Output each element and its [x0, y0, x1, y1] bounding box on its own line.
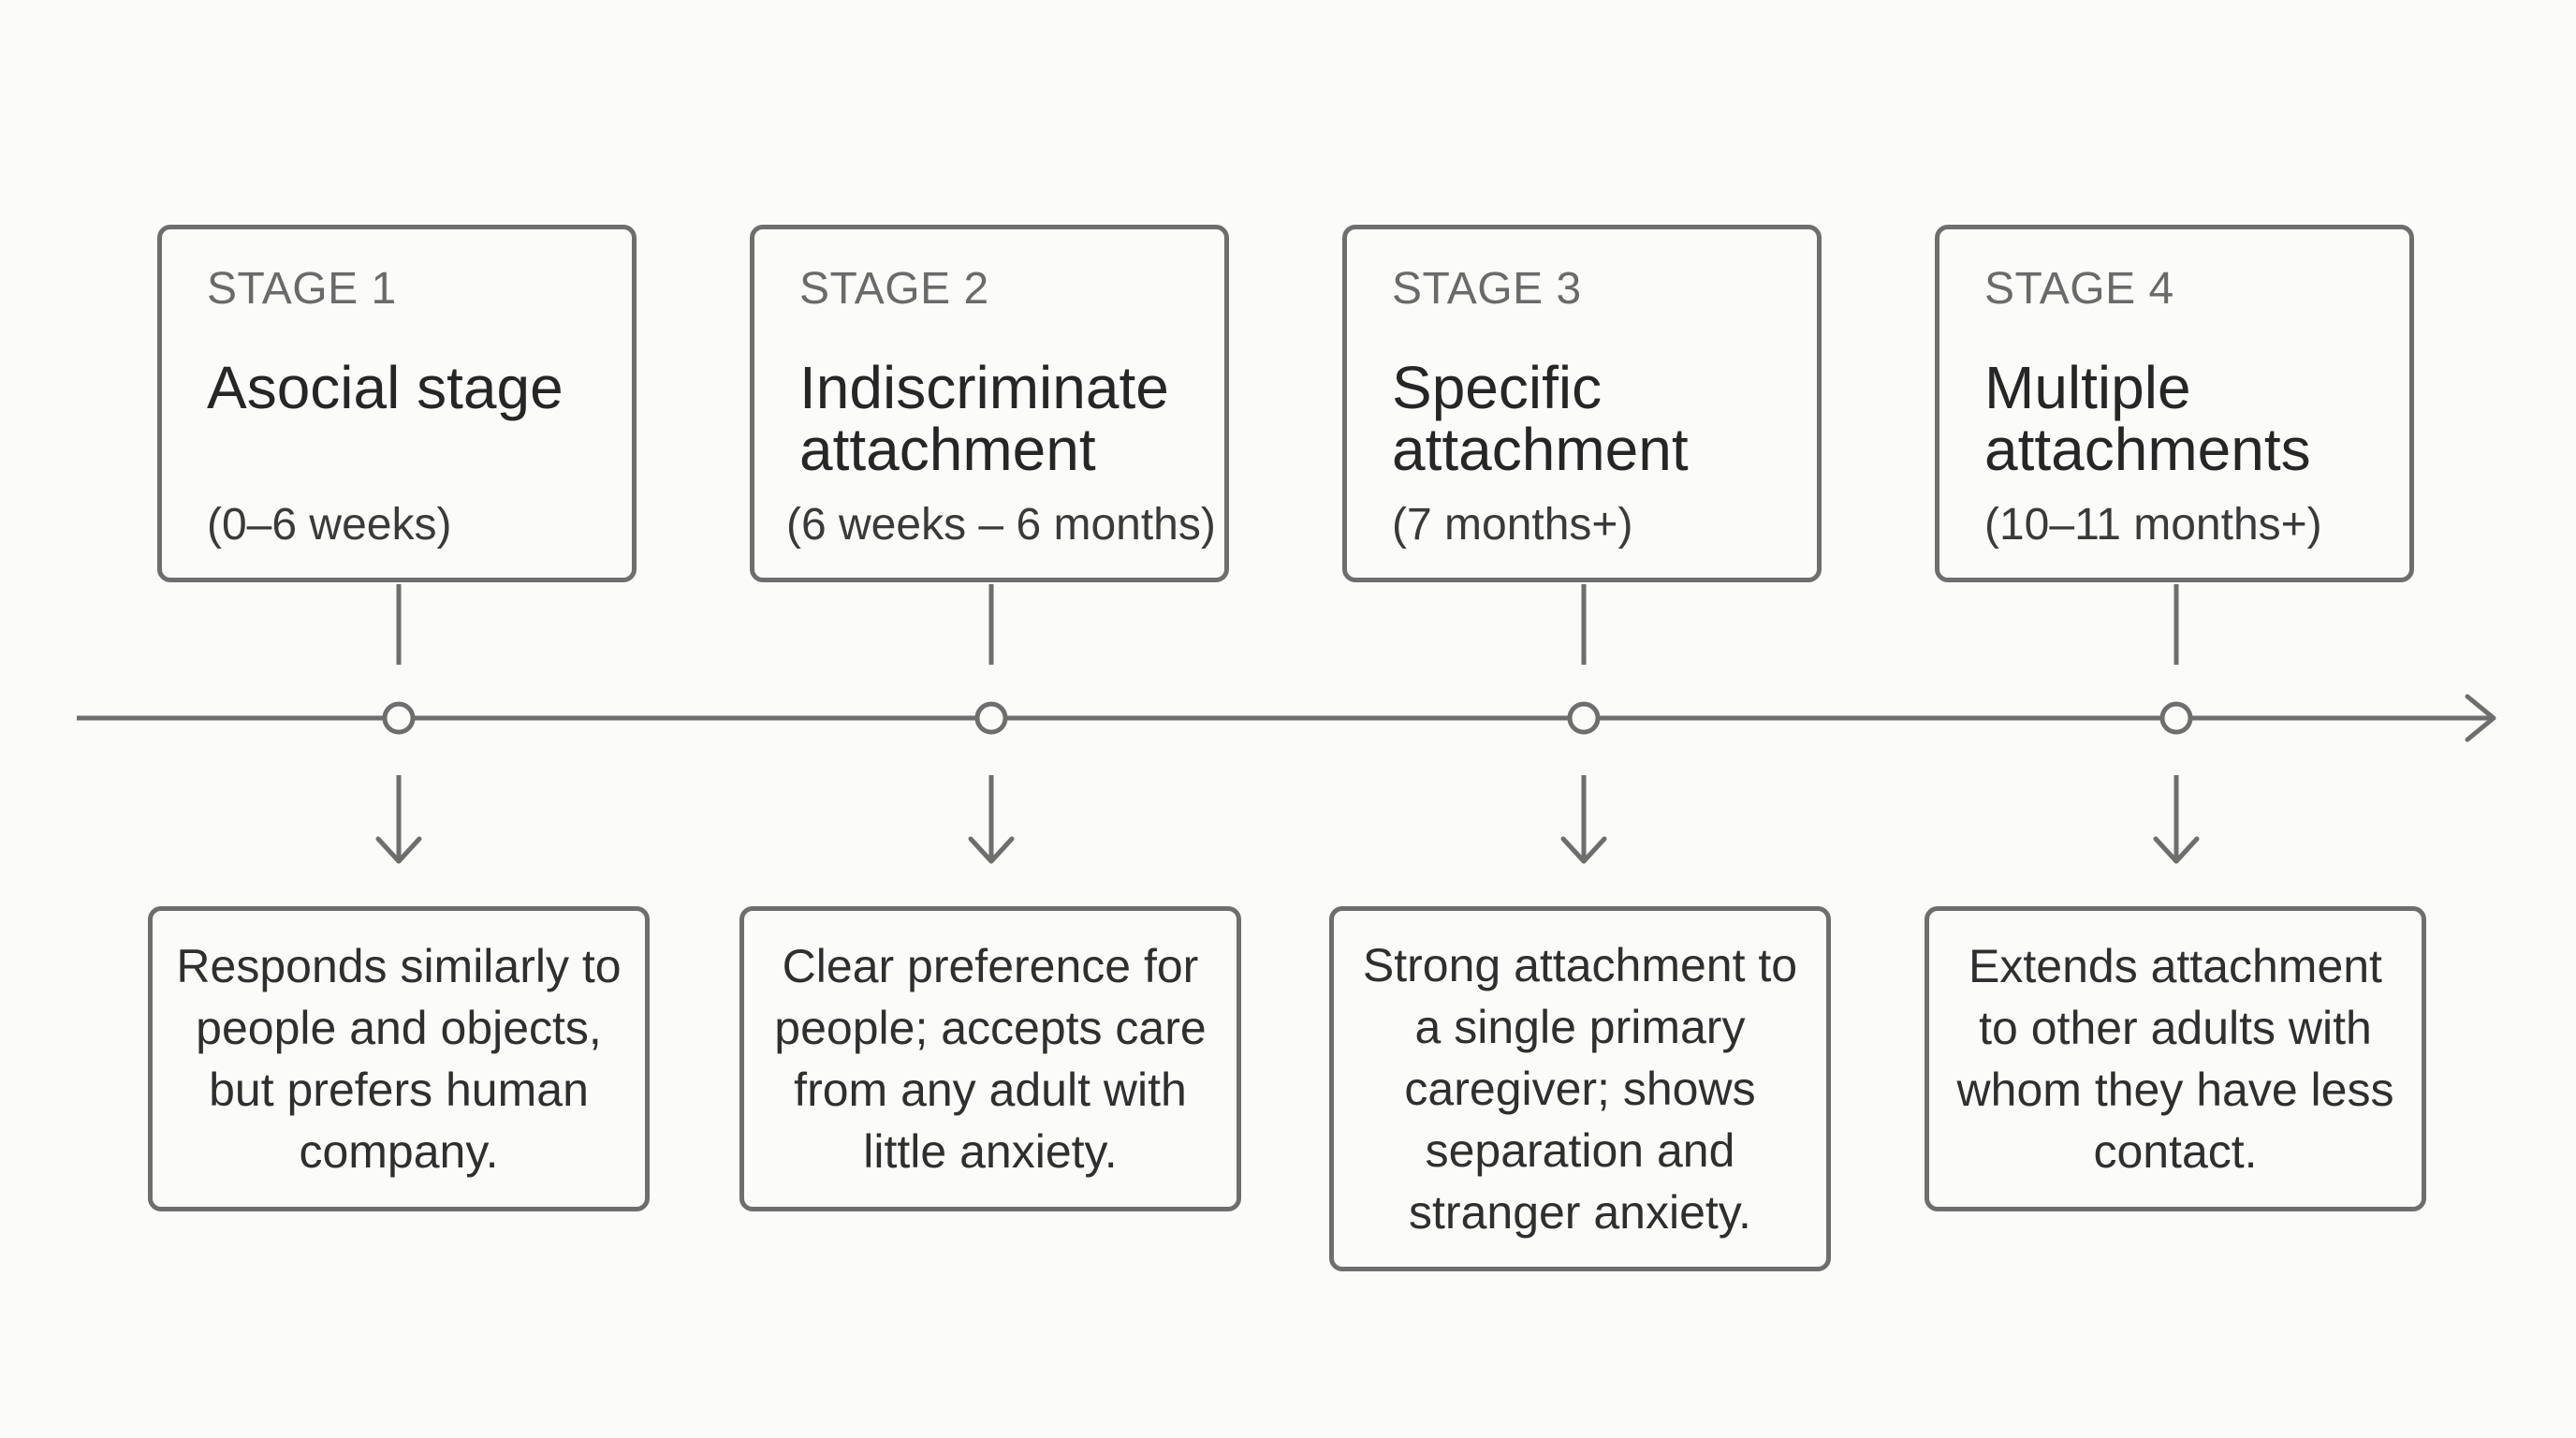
stage-4-marker [2159, 701, 2193, 735]
stage-3-down-arrow-head [1560, 836, 1607, 864]
stage-4-description-card: Extends attachment to other adults with … [1925, 906, 2426, 1211]
stage-2-description-card: Clear preference for people; accepts car… [739, 906, 1241, 1211]
stage-4-connectors [2153, 584, 2200, 864]
stage-3-connectors [1560, 584, 1607, 864]
stage-3-card: STAGE 3 Specific attachment (7 months+) [1342, 225, 1822, 582]
stage-1-down-arrow-head [375, 836, 422, 864]
stage-1-description-card: Responds similarly to people and objects… [148, 906, 650, 1211]
stage-3-label: STAGE 3 [1392, 264, 1582, 314]
stage-2-label: STAGE 2 [799, 264, 989, 314]
stage-1-connectors [375, 584, 422, 864]
stage-1-title: Asocial stage [207, 354, 564, 421]
stage-4-title: Multiple attachments [1984, 354, 2311, 483]
stage-3-description: Strong attachment to a single primary ca… [1362, 939, 1798, 1239]
stage-3-description-card: Strong attachment to a single primary ca… [1329, 906, 1831, 1271]
stage-2-card: STAGE 2 Indiscriminate attachment (6 wee… [750, 225, 1229, 582]
stage-2-connectors [968, 584, 1015, 864]
stage-2-down-arrow-head [968, 836, 1015, 864]
timeline-arrowhead [2465, 694, 2496, 742]
stage-4-card: STAGE 4 Multiple attachments (10–11 mont… [1935, 225, 2414, 582]
stage-3-title: Specific attachment [1392, 354, 1689, 483]
stage-1-description: Responds similarly to people and objects… [176, 940, 622, 1178]
stage-4-label: STAGE 4 [1984, 264, 2174, 314]
stage-2-description: Clear preference for people; accepts car… [774, 940, 1207, 1178]
stage-1-label: STAGE 1 [207, 264, 397, 314]
stage-1-marker [382, 701, 416, 735]
stage-4-age: (10–11 months+) [1984, 500, 2322, 550]
stage-3-marker [1567, 701, 1601, 735]
stage-4-down-arrow-head [2153, 836, 2200, 864]
stage-4-description: Extends attachment to other adults with … [1956, 940, 2394, 1178]
stage-2-marker [974, 701, 1008, 735]
stage-1-age: (0–6 weeks) [207, 500, 452, 550]
stage-2-age: (6 weeks – 6 months) [786, 500, 1216, 550]
stage-3-age: (7 months+) [1392, 500, 1633, 550]
stage-1-card: STAGE 1 Asocial stage (0–6 weeks) [157, 225, 637, 582]
stage-2-title: Indiscriminate attachment [799, 354, 1169, 483]
